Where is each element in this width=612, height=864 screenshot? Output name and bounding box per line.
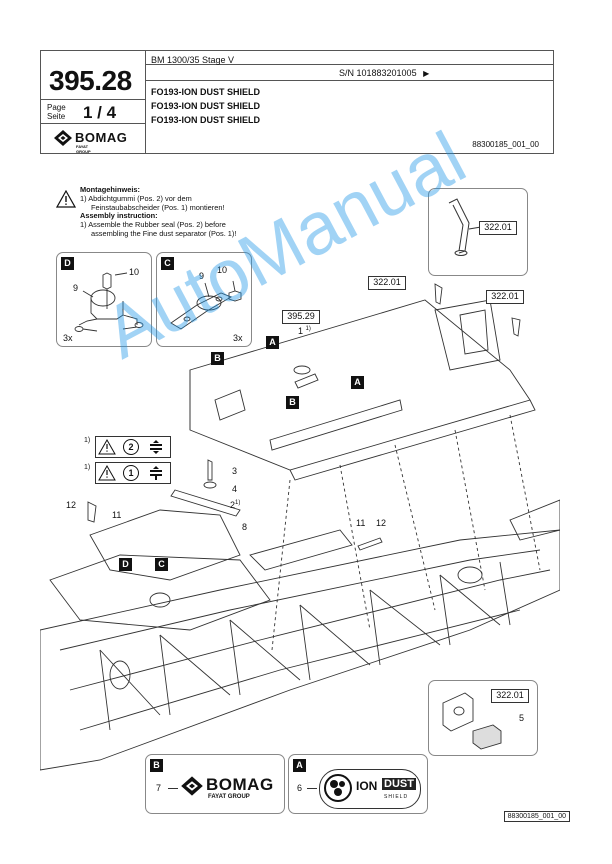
ref-box-3: 322.01 (486, 290, 524, 304)
page-label-en: Seite (47, 112, 66, 121)
divider (146, 80, 553, 81)
document-id: 88300185_001_00 (472, 140, 539, 149)
title-line-3: FO193-ION DUST SHIELD (151, 115, 261, 125)
tag-a-top: A (266, 336, 279, 349)
callout-2: 21) (230, 500, 240, 510)
tag-b-top: B (211, 352, 224, 365)
callout-6: 6 (297, 783, 303, 793)
bottom-brand-name: BOMAG (206, 775, 274, 794)
ref-box-1: 322.01 (479, 221, 517, 235)
step-number-1: 1 (123, 465, 139, 481)
header-block: 395.28 Page Seite 1 / 4 BOMAG FAYAT GROU… (40, 50, 554, 154)
logo-panel-a: A 6 ION DUST SHIELD (288, 754, 428, 814)
mount-drawing (442, 692, 502, 750)
callout-3: 3 (232, 466, 238, 476)
bomag-diamond-icon (181, 776, 203, 796)
ion-dust-shield-logo: ION DUST SHIELD (319, 769, 421, 809)
detail-c-drawing (170, 280, 242, 330)
ref-box-5: 322.01 (491, 689, 529, 703)
tag-b-mid: B (286, 396, 299, 409)
warning-icon (98, 439, 116, 455)
callout-1-number: 1 (298, 326, 304, 336)
leader-line (307, 788, 317, 789)
seq-note-2: 1) (84, 464, 91, 471)
callout-12-left: 12 (66, 500, 77, 510)
page-label-de: Page (47, 103, 66, 112)
serial-text: S/N 101883201005 (339, 68, 417, 78)
warning-icon (56, 190, 76, 208)
callout-4: 4 (232, 484, 238, 494)
seq-note-1: 1) (84, 437, 91, 444)
serial-number: S/N 101883201005 ▶ (339, 68, 429, 78)
detail-d-callout-9: 9 (73, 283, 79, 293)
note-en-line-2: assembling the Fine dust separator (Pos.… (91, 228, 237, 238)
callout-2-number: 2 (230, 500, 236, 510)
stack-down-icon (150, 440, 162, 454)
footer-document-id: 88300185_001_00 (503, 811, 570, 822)
assembly-note: Montagehinweis: 1) Abdichtgummi (Pos. 2)… (80, 185, 237, 239)
detail-bracket-panel: 322.01 (428, 188, 528, 276)
ref-box-2: 322.01 (368, 276, 406, 290)
callout-2-note: 1) (235, 500, 241, 506)
sequence-step-1: 1 (95, 462, 171, 484)
divider (146, 64, 553, 65)
bomag-diamond-icon (54, 130, 72, 146)
serial-arrow-icon: ▶ (423, 69, 430, 78)
brand-name: BOMAG (75, 130, 128, 145)
title-line-1: FO193-ION DUST SHIELD (151, 87, 261, 97)
logo-panel-b: B 7 BOMAG FAYAT GROUP (145, 754, 285, 814)
detail-d-panel: D 10 9 3x (56, 252, 152, 347)
callout-1-note: 1) (305, 326, 311, 332)
tag-a-mid: A (351, 376, 364, 389)
detail-c-callout-9: 9 (199, 271, 205, 281)
note-de-line-2: Feinstaubabscheider (Pos. 1) montieren! (91, 202, 225, 212)
callout-11-right: 11 (356, 518, 366, 528)
note-de-line-1: 1) Abdichtgummi (Pos. 2) vor dem (80, 193, 192, 203)
detail-c-tag: C (161, 257, 174, 270)
note-heading-de: Montagehinweis: (80, 185, 140, 194)
dust-text: DUST (382, 778, 416, 790)
shield-text: SHIELD (384, 794, 409, 800)
detail-d-tag: D (61, 257, 74, 270)
bottom-brand-sub: FAYAT GROUP (208, 794, 250, 800)
detail-mount-panel: 322.01 5 (428, 680, 538, 756)
stack-up-icon (150, 466, 162, 480)
callout-8: 8 (242, 522, 248, 532)
page-number: 395.28 (49, 65, 132, 96)
detail-c-panel: C 9 10 3x (156, 252, 252, 347)
brand-sub: FAYAT GROUP (76, 144, 91, 154)
detail-d-qty: 3x (63, 333, 73, 343)
exploded-view-drawing (40, 283, 560, 771)
step-number-2: 2 (123, 439, 139, 455)
detail-d-callout-10: 10 (129, 267, 140, 277)
tag-d-low: D (119, 558, 132, 571)
bracket-drawing (448, 198, 482, 256)
ref-box-4: 395.29 (282, 310, 320, 324)
leader-line (168, 788, 178, 789)
detail-c-qty: 3x (233, 333, 243, 343)
page-info-cell: 395.28 Page Seite 1 / 4 BOMAG FAYAT GROU… (41, 51, 146, 154)
divider (41, 99, 146, 100)
callout-7: 7 (156, 783, 162, 793)
tag-c-low: C (155, 558, 168, 571)
note-heading-en: Assembly instruction: (80, 211, 158, 221)
panel-b-tag: B (150, 759, 163, 772)
sequence-step-2: 2 (95, 436, 171, 458)
callout-12-right: 12 (376, 518, 387, 528)
ion-text: ION (356, 779, 378, 793)
divider (41, 123, 146, 124)
panel-a-tag: A (293, 759, 306, 772)
warning-icon (98, 465, 116, 481)
callout-1: 1 1) (298, 326, 311, 336)
callout-5: 5 (519, 713, 525, 723)
model-name: BM 1300/35 Stage V (151, 55, 235, 65)
title-line-2: FO193-ION DUST SHIELD (151, 101, 261, 111)
detail-c-callout-10: 10 (217, 265, 228, 275)
callout-11-left: 11 (112, 510, 122, 520)
note-en-line-1: 1) Assemble the Rubber seal (Pos. 2) bef… (80, 220, 226, 230)
page-value: 1 / 4 (83, 103, 117, 122)
ion-dust-swirl-icon (324, 774, 352, 802)
detail-d-drawing (74, 272, 144, 332)
